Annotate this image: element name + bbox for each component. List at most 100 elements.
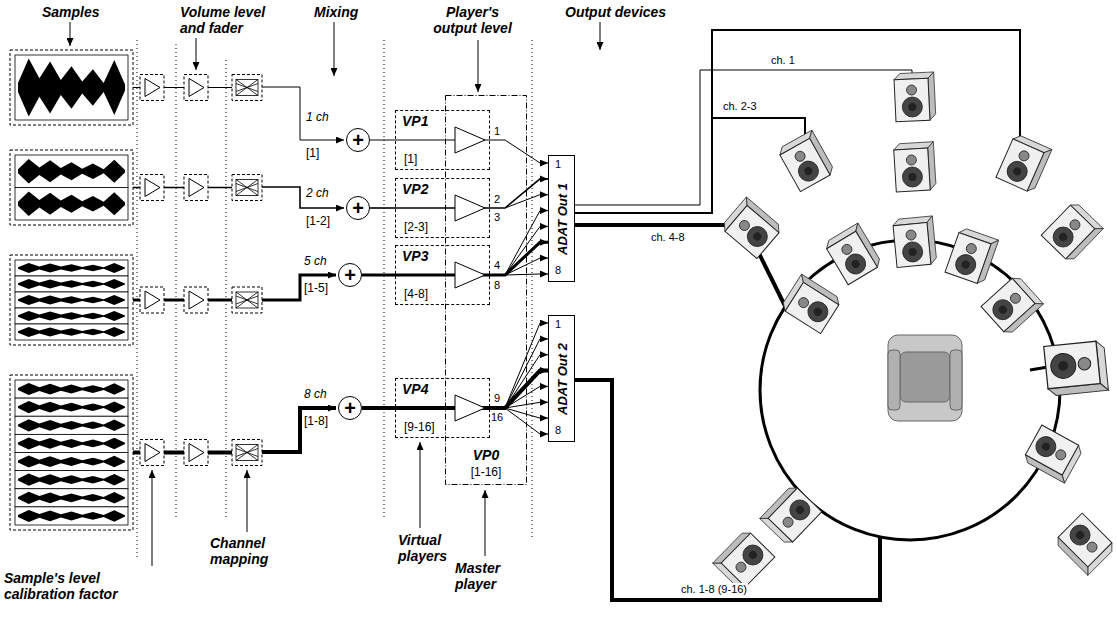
mixer-sum: + bbox=[338, 396, 362, 420]
section-heading: Volume level and fader bbox=[180, 4, 280, 36]
speaker-cabinet bbox=[1044, 341, 1101, 389]
tweeter bbox=[906, 230, 917, 241]
channel-number: 8 bbox=[494, 279, 500, 292]
woofer bbox=[794, 504, 805, 515]
speaker-icon bbox=[894, 72, 936, 122]
signal-connector bbox=[490, 242, 548, 275]
signal-connector bbox=[362, 274, 395, 277]
signal-connector bbox=[490, 179, 548, 208]
waveform bbox=[18, 474, 125, 486]
sample-channel bbox=[15, 55, 128, 120]
channel-label: 8 ch bbox=[304, 387, 327, 402]
speaker-cabinet bbox=[780, 138, 830, 191]
waveform bbox=[18, 159, 125, 183]
speaker-icon bbox=[981, 274, 1043, 336]
woofer bbox=[1058, 360, 1069, 371]
speaker-cabinet bbox=[996, 139, 1044, 191]
waveform bbox=[18, 59, 125, 117]
woofer bbox=[997, 304, 1008, 315]
mix-wire bbox=[262, 87, 344, 452]
node-title: + bbox=[352, 130, 364, 150]
channel-range: [1] bbox=[404, 152, 417, 166]
separator bbox=[137, 40, 532, 560]
amplifier-symbol bbox=[189, 79, 204, 97]
speaker-cabinet bbox=[981, 278, 1035, 331]
channel-number: 2 bbox=[494, 193, 500, 206]
dash-dot-outline bbox=[445, 95, 527, 485]
amplifier-symbol bbox=[145, 79, 160, 97]
woofer bbox=[747, 549, 758, 560]
sample-box bbox=[10, 50, 133, 125]
gain-box bbox=[184, 440, 208, 466]
speaker-icon bbox=[760, 484, 822, 546]
mapping-box bbox=[232, 287, 262, 313]
channel-range: [9-16] bbox=[404, 420, 435, 434]
node-title: + bbox=[352, 198, 364, 218]
sample-channel bbox=[15, 507, 128, 525]
amplifier-symbol bbox=[455, 195, 485, 221]
mapping-symbol bbox=[236, 80, 258, 96]
waveform bbox=[18, 311, 125, 321]
sample-channel bbox=[15, 453, 128, 471]
waveform bbox=[18, 437, 125, 449]
dash-dot-outline bbox=[446, 96, 527, 485]
sample-channel bbox=[15, 380, 128, 398]
output-device-box: ADAT Out 1 bbox=[548, 155, 575, 282]
amplifier-symbol bbox=[455, 395, 485, 421]
speaker-cabinet bbox=[894, 148, 931, 192]
amplifier-symbol bbox=[145, 291, 160, 309]
leader-arrow bbox=[70, 22, 600, 566]
node-title: VP4 bbox=[402, 381, 428, 397]
mapping-symbol bbox=[236, 80, 258, 96]
node-title: + bbox=[344, 265, 356, 285]
signal-connector bbox=[370, 207, 395, 209]
virtual-player-box: VP3[4-8] bbox=[395, 245, 490, 305]
woofer bbox=[908, 103, 916, 111]
sample-channel bbox=[15, 188, 128, 221]
gain-box bbox=[140, 287, 164, 313]
woofer bbox=[752, 231, 763, 242]
mapping-box bbox=[232, 440, 262, 466]
mixer-sum: + bbox=[346, 196, 370, 220]
channel-label: [1-8] bbox=[304, 414, 328, 429]
speaker-cabinet bbox=[1058, 513, 1112, 567]
woofer bbox=[1066, 521, 1094, 549]
mapping-symbol bbox=[236, 292, 258, 308]
amplifier-symbol bbox=[145, 179, 160, 197]
node-title: VP1 bbox=[402, 113, 428, 129]
speaker-icon bbox=[1041, 201, 1103, 263]
signal-connector bbox=[490, 140, 548, 163]
speaker-cabinet bbox=[894, 78, 930, 122]
signal-connector bbox=[370, 140, 395, 141]
sample-channel bbox=[15, 416, 128, 434]
cable-label: ch. 1-8 (9-16) bbox=[680, 583, 748, 596]
channel-label: 1 ch bbox=[306, 110, 329, 125]
waveform bbox=[18, 401, 125, 413]
speaker-icon bbox=[824, 223, 883, 285]
channel-label: 5 ch bbox=[304, 254, 327, 269]
woofer bbox=[1049, 223, 1077, 251]
woofer bbox=[1057, 231, 1068, 242]
channel-label: [1] bbox=[306, 146, 319, 161]
woofer bbox=[803, 166, 814, 177]
waveform bbox=[18, 383, 125, 395]
speaker-icon bbox=[780, 274, 842, 334]
chair bbox=[888, 335, 962, 421]
virtual-player-box: VP4 [9-16] bbox=[395, 378, 490, 438]
woofer bbox=[1074, 529, 1085, 540]
channel-number: 8 bbox=[555, 424, 561, 437]
tweeter bbox=[1017, 149, 1030, 162]
amplifier-symbol bbox=[145, 444, 160, 462]
signal-connector bbox=[490, 371, 548, 408]
speaker-icon bbox=[777, 130, 835, 191]
channel-wire bbox=[505, 274, 548, 275]
speaker-icon bbox=[1044, 340, 1109, 396]
speaker-cabinet bbox=[827, 231, 878, 284]
channel-number: 1 bbox=[555, 318, 561, 331]
speaker-cabinet bbox=[945, 233, 991, 284]
channel-number: 16 bbox=[491, 411, 503, 424]
sample-channel bbox=[15, 489, 128, 507]
node-title: ADAT Out 1 bbox=[554, 183, 569, 255]
sample-box bbox=[10, 255, 133, 345]
section-heading: Output devices bbox=[565, 4, 666, 20]
